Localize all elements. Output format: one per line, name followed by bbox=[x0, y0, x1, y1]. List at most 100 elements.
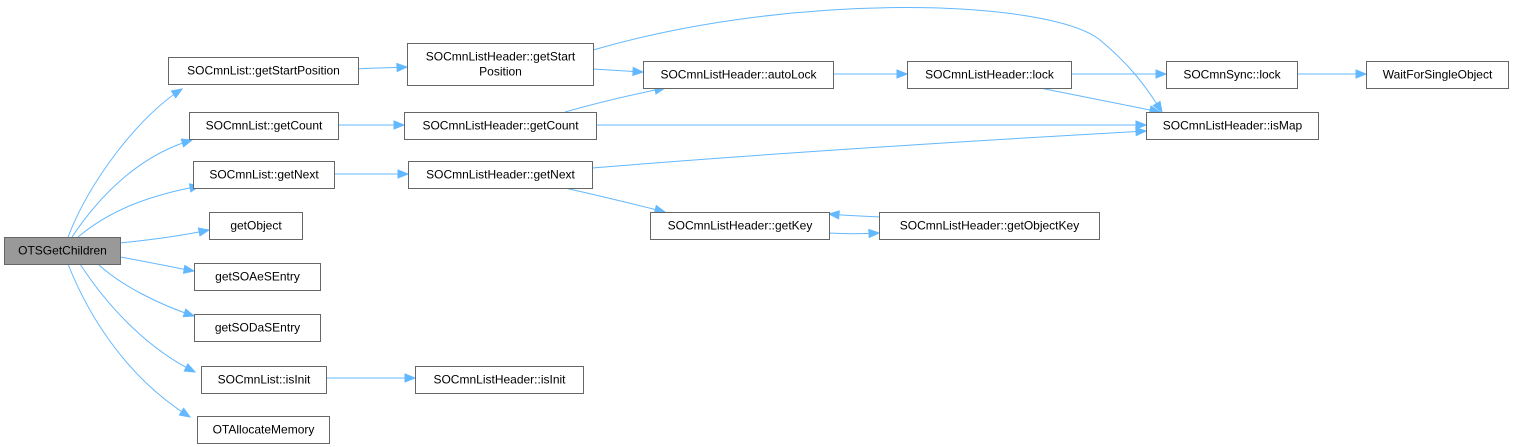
node-box bbox=[879, 212, 1100, 240]
node-box bbox=[194, 314, 321, 342]
root-node[interactable]: OTSGetChildren bbox=[4, 237, 121, 265]
arrow-head bbox=[182, 264, 196, 274]
arrow-head bbox=[1355, 69, 1368, 79]
edge-n0-n8 bbox=[67, 263, 192, 418]
function-node[interactable]: SOCmnList::getStartPosition bbox=[168, 57, 359, 85]
edge-n15-n14 bbox=[827, 210, 880, 220]
function-node[interactable]: getSOAeSEntry bbox=[194, 263, 321, 291]
edge-n11-n14 bbox=[564, 187, 667, 214]
edge-line bbox=[592, 7, 1163, 113]
arrow-head bbox=[393, 120, 406, 130]
edge-line bbox=[564, 187, 666, 213]
arrow-head bbox=[178, 407, 192, 418]
node-label: SOCmnList::getCount bbox=[206, 119, 323, 133]
node-label: Position bbox=[479, 65, 522, 79]
edge-n7-n12 bbox=[326, 373, 417, 383]
node-label: SOCmnListHeader::getKey bbox=[668, 219, 813, 233]
function-node[interactable]: SOCmnList::getNext bbox=[193, 161, 335, 189]
edge-line bbox=[97, 263, 195, 317]
arrow-head bbox=[827, 210, 840, 220]
edge-line bbox=[119, 229, 210, 244]
node-label: getSODaSEntry bbox=[215, 321, 300, 335]
node-label: getObject bbox=[230, 219, 282, 233]
function-node[interactable]: SOCmnListHeader::getStartPosition bbox=[407, 43, 594, 86]
node-box bbox=[4, 237, 121, 265]
node-label: SOCmnSync::lock bbox=[1183, 68, 1281, 82]
arrow-head bbox=[1135, 120, 1148, 130]
arrow-head bbox=[632, 66, 645, 77]
node-label: SOCmnListHeader::getStart bbox=[426, 50, 576, 64]
node-box bbox=[404, 112, 597, 140]
edge-line bbox=[67, 88, 183, 238]
function-node[interactable]: SOCmnListHeader::autoLock bbox=[643, 61, 834, 89]
node-label: SOCmnListHeader::getObjectKey bbox=[900, 219, 1079, 233]
function-node[interactable]: getObject bbox=[209, 212, 303, 240]
edge-n1-n9 bbox=[357, 62, 409, 73]
edge-n13-n16 bbox=[833, 69, 909, 79]
function-node[interactable]: SOCmnList::getCount bbox=[189, 112, 339, 140]
edge-n16-n17 bbox=[1039, 87, 1162, 115]
arrow-head bbox=[180, 138, 194, 148]
node-label: SOCmnListHeader::getCount bbox=[422, 119, 579, 133]
arrow-head bbox=[396, 62, 409, 73]
node-box bbox=[1146, 112, 1319, 140]
edge-n11-n17 bbox=[591, 126, 1148, 169]
edge-line bbox=[564, 87, 666, 113]
edges-layer bbox=[67, 7, 1368, 418]
function-node[interactable]: WaitForSingleObject bbox=[1366, 61, 1509, 89]
node-label: SOCmnListHeader::lock bbox=[925, 68, 1055, 82]
edge-n9-n13 bbox=[592, 66, 645, 77]
node-box bbox=[193, 161, 335, 189]
arrow-head bbox=[404, 373, 417, 383]
edge-n18-n19 bbox=[1297, 69, 1368, 79]
function-node[interactable]: SOCmnListHeader::lock bbox=[907, 61, 1072, 89]
function-node[interactable]: SOCmnListHeader::getNext bbox=[408, 161, 593, 189]
node-label: OTAllocateMemory bbox=[213, 423, 315, 437]
node-box bbox=[168, 57, 359, 85]
function-node[interactable]: SOCmnListHeader::getObjectKey bbox=[879, 212, 1100, 240]
edge-n3-n11 bbox=[334, 169, 410, 179]
edge-line bbox=[119, 256, 195, 272]
function-node[interactable]: SOCmnListHeader::getCount bbox=[404, 112, 597, 140]
node-box bbox=[650, 212, 830, 240]
function-node[interactable]: SOCmnSync::lock bbox=[1166, 61, 1298, 89]
arrow-head bbox=[170, 88, 184, 99]
node-label: OTSGetChildren bbox=[18, 244, 107, 258]
node-box bbox=[1166, 61, 1298, 89]
arrow-head bbox=[1152, 100, 1163, 114]
function-node[interactable]: SOCmnList::isInit bbox=[201, 366, 327, 394]
edge-n0-n1 bbox=[67, 88, 184, 238]
node-box bbox=[209, 212, 303, 240]
node-label: WaitForSingleObject bbox=[1383, 68, 1493, 82]
arrow-head bbox=[397, 169, 410, 179]
node-label: SOCmnListHeader::isInit bbox=[433, 373, 566, 387]
node-box bbox=[197, 416, 330, 444]
edge-n0-n6 bbox=[97, 263, 196, 318]
node-label: SOCmnList::isInit bbox=[218, 373, 311, 387]
function-node[interactable]: OTAllocateMemory bbox=[197, 416, 330, 444]
edge-n10-n13 bbox=[564, 85, 667, 113]
edge-line bbox=[591, 130, 1147, 169]
node-label: SOCmnList::getStartPosition bbox=[187, 64, 340, 78]
function-node[interactable]: getSODaSEntry bbox=[194, 314, 321, 342]
node-label: SOCmnList::getNext bbox=[209, 168, 319, 182]
node-label: SOCmnListHeader::isMap bbox=[1163, 119, 1303, 133]
function-node[interactable]: SOCmnListHeader::isInit bbox=[415, 366, 584, 394]
node-box bbox=[201, 366, 327, 394]
arrow-head bbox=[1155, 69, 1168, 79]
function-node[interactable]: SOCmnListHeader::isMap bbox=[1146, 112, 1319, 140]
edge-n0-n7 bbox=[79, 263, 197, 373]
node-box bbox=[408, 161, 593, 189]
node-label: SOCmnListHeader::autoLock bbox=[660, 68, 817, 82]
node-box bbox=[194, 263, 321, 291]
node-box bbox=[407, 43, 594, 86]
edge-n0-n2 bbox=[71, 138, 194, 238]
edge-n0-n3 bbox=[77, 183, 202, 238]
edge-n0-n4 bbox=[119, 227, 211, 244]
function-node[interactable]: SOCmnListHeader::getKey bbox=[650, 212, 830, 240]
edge-n0-n5 bbox=[119, 256, 196, 274]
arrow-head bbox=[182, 308, 196, 318]
arrow-head bbox=[1135, 126, 1148, 137]
edge-line bbox=[71, 139, 193, 238]
